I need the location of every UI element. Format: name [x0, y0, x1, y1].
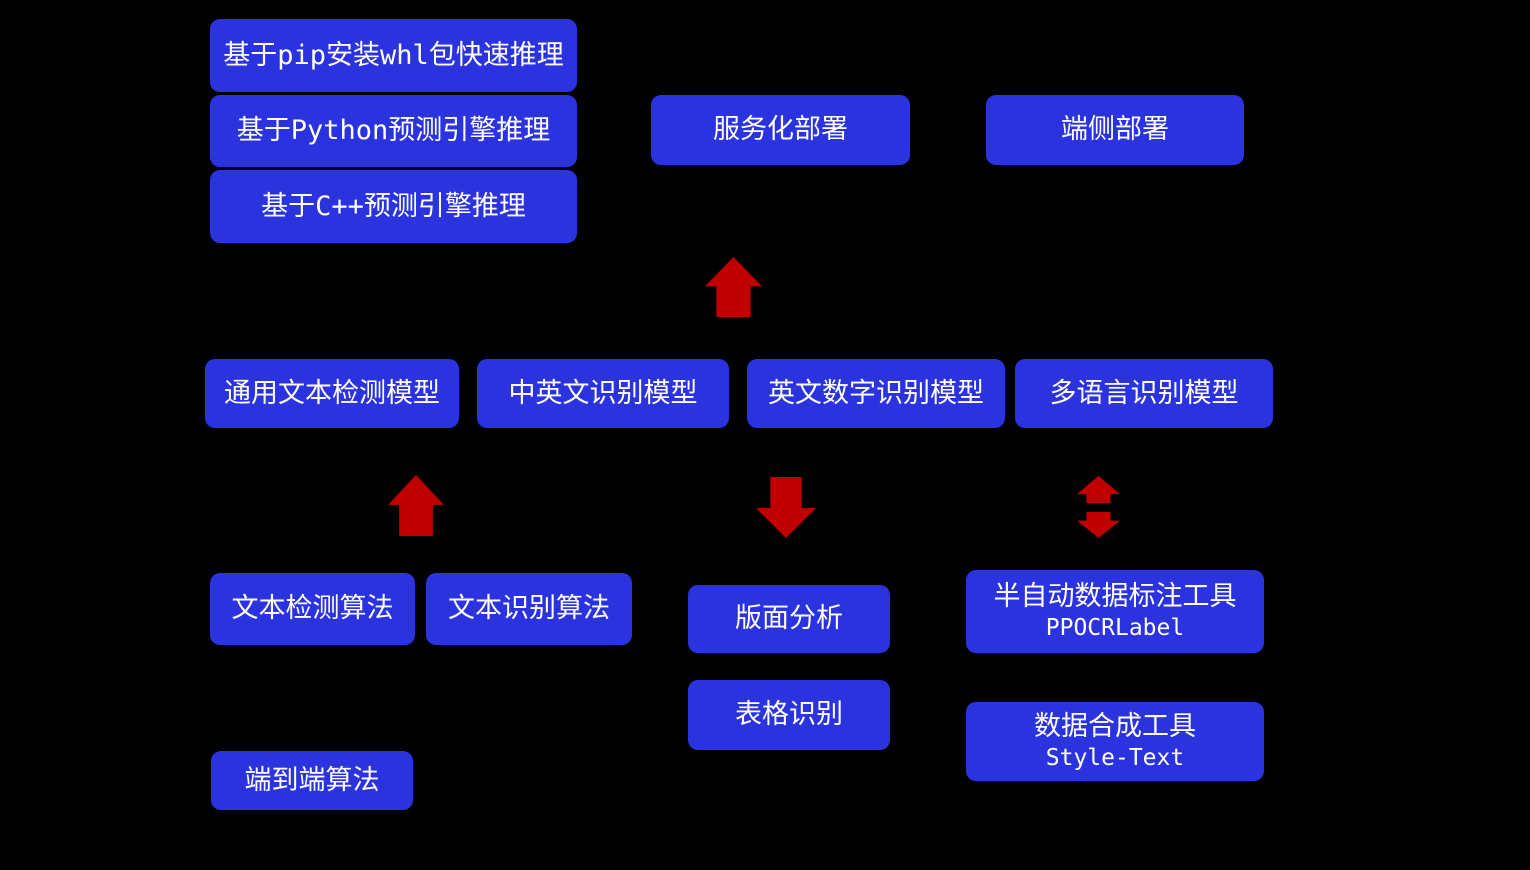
node-zh-en-recognition-model: 中英文识别模型	[477, 359, 729, 428]
node-label: 通用文本检测模型	[224, 377, 440, 409]
node-label: 英文数字识别模型	[768, 377, 984, 409]
down-arrow-icon	[756, 477, 816, 538]
node-serving-deployment: 服务化部署	[651, 95, 910, 165]
node-text-recognition-algorithm: 文本识别算法	[426, 573, 632, 645]
node-text-detection-algorithm: 文本检测算法	[210, 573, 415, 645]
node-layout-analysis: 版面分析	[688, 585, 890, 653]
node-table-recognition: 表格识别	[688, 680, 890, 750]
node-cpp-engine-inference: 基于C++预测引擎推理	[210, 170, 577, 243]
up-arrow-icon	[705, 257, 762, 317]
node-label: 表格识别	[735, 699, 843, 731]
node-en-number-recognition-model: 英文数字识别模型	[747, 359, 1005, 428]
node-edge-deployment: 端侧部署	[986, 95, 1244, 165]
node-label: 文本检测算法	[231, 593, 394, 625]
up-arrow-icon	[388, 475, 444, 536]
node-label: 基于Python预测引擎推理	[236, 115, 551, 147]
node-label: 基于pip安装whl包快速推理	[223, 39, 564, 71]
node-label: 中英文识别模型	[508, 377, 698, 409]
node-data-synthesis-tool: 数据合成工具 Style-Text	[966, 702, 1264, 781]
node-label: 服务化部署	[713, 114, 848, 146]
node-python-engine-inference: 基于Python预测引擎推理	[210, 95, 577, 167]
node-multilingual-recognition-model: 多语言识别模型	[1015, 359, 1273, 428]
node-semi-auto-labeling-tool: 半自动数据标注工具 PPOCRLabel	[966, 570, 1264, 653]
node-pip-whl-inference: 基于pip安装whl包快速推理	[210, 19, 577, 92]
down-arrow-half-icon	[1077, 512, 1120, 538]
node-label: 端侧部署	[1061, 114, 1169, 146]
node-label: 数据合成工具	[1034, 711, 1196, 743]
node-label: 基于C++预测引擎推理	[261, 190, 526, 222]
node-sublabel: Style-Text	[1045, 745, 1185, 771]
node-label: 文本识别算法	[448, 593, 610, 625]
node-sublabel: PPOCRLabel	[1045, 615, 1185, 641]
up-arrow-half-icon	[1077, 476, 1120, 503]
node-label: 多语言识别模型	[1049, 377, 1239, 409]
node-general-text-detection-model: 通用文本检测模型	[205, 359, 459, 428]
node-label: 版面分析	[735, 603, 843, 635]
node-label: 半自动数据标注工具	[993, 581, 1237, 613]
node-label: 端到端算法	[244, 764, 380, 796]
up-down-arrow-icon	[1077, 476, 1120, 538]
node-end-to-end-algorithm: 端到端算法	[211, 751, 413, 810]
